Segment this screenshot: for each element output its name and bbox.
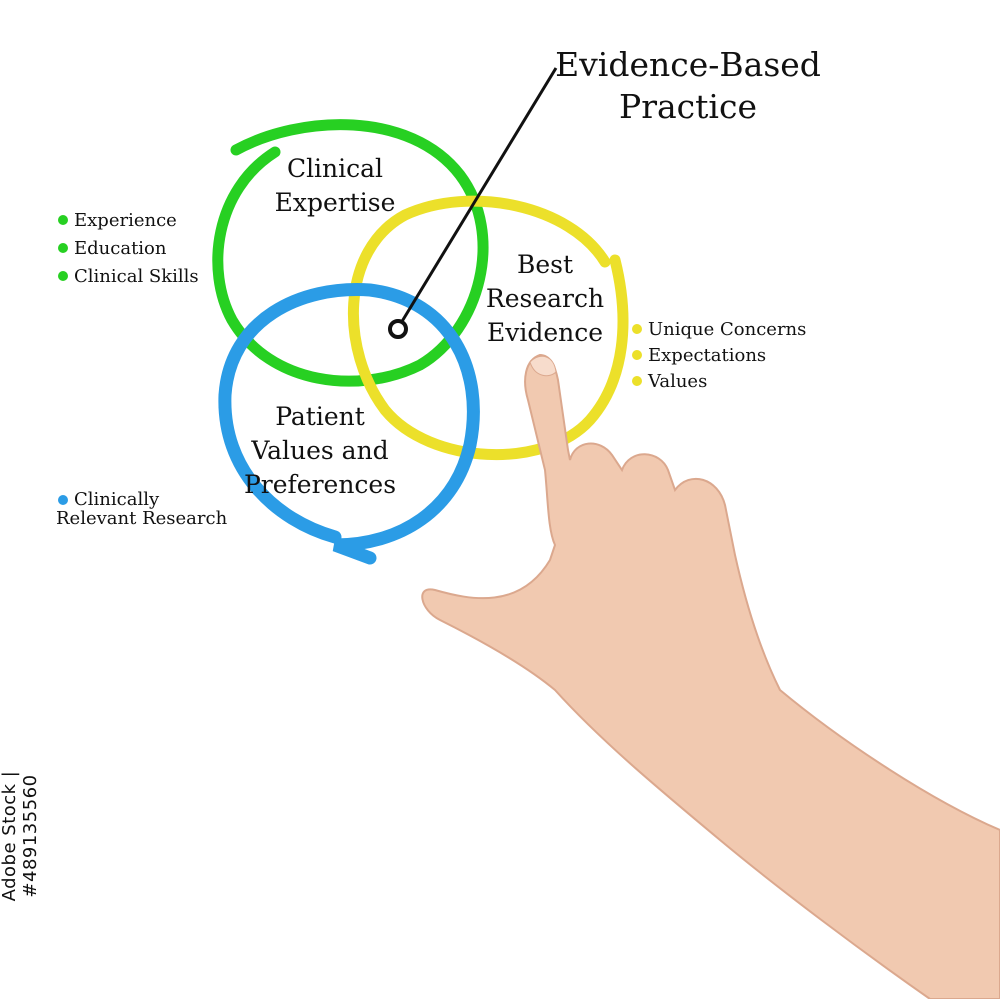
list-item: Education — [58, 234, 199, 262]
bullet-dot — [632, 324, 642, 334]
diagram-title: Evidence-Based Practice — [548, 44, 828, 128]
patient-values-label: Patient Values and Preferences — [235, 400, 405, 502]
clinical-expertise-circle — [212, 119, 489, 387]
clinical-expertise-label: Clinical Expertise — [255, 152, 415, 220]
patient-label-line: Preferences — [243, 470, 397, 499]
title-line-1: Evidence-Based — [555, 45, 821, 84]
patient-values-circle — [218, 283, 480, 565]
patient-label-line: Values and — [251, 436, 389, 465]
pointing-hand-image — [421, 353, 1000, 999]
clinical-label-line: Expertise — [274, 188, 396, 217]
bullet-dot — [58, 495, 68, 505]
list-item: Clinically Relevant Research — [56, 489, 228, 529]
bullet-dot — [58, 215, 68, 225]
research-label-line: Research — [485, 284, 605, 313]
patient-values-list: Clinically Relevant Research — [56, 489, 228, 529]
list-item: Expectations — [632, 342, 806, 368]
research-evidence-list: Unique Concerns Expectations Values — [632, 316, 806, 394]
bullet-dot — [58, 271, 68, 281]
bullet-dot — [632, 350, 642, 360]
research-label-line: Evidence — [486, 318, 604, 347]
research-evidence-label: Best Research Evidence — [470, 248, 620, 350]
research-label-line: Best — [516, 250, 574, 279]
clinical-expertise-list: Experience Education Clinical Skills — [58, 206, 199, 290]
pointer-line — [388, 67, 558, 339]
clinical-label-line: Clinical — [286, 154, 384, 183]
stock-watermark-id: Adobe Stock | #489135560 — [0, 770, 41, 902]
title-line-2: Practice — [619, 87, 757, 126]
bullet-dot — [58, 243, 68, 253]
patient-label-line: Patient — [275, 402, 365, 431]
list-item: Values — [632, 368, 806, 394]
bullet-dot — [632, 376, 642, 386]
list-item: Experience — [58, 206, 199, 234]
list-item: Clinical Skills — [58, 262, 199, 290]
center-marker — [388, 319, 408, 339]
list-item: Unique Concerns — [632, 316, 806, 342]
research-evidence-circle — [347, 195, 629, 460]
